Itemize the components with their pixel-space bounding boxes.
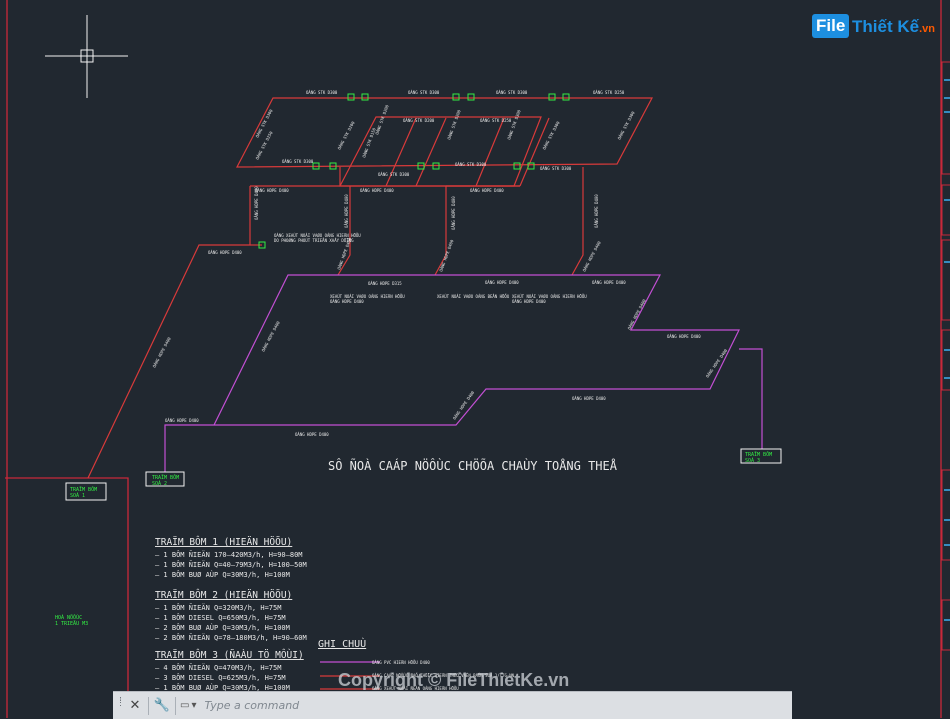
spec-line: – 1 BÔM ÑIEÄN Q=320M3/h, H=75M <box>155 603 281 612</box>
pipe-label: OÁNG HDPE D400 <box>165 418 199 423</box>
pipe-label: OÁNG STK D300 <box>408 90 440 95</box>
pipe-note: OÁNG HDPE D400 <box>512 299 546 304</box>
station-label: TRAÏM BÔM <box>745 451 772 458</box>
pipe-label: OÁNG HDPE D400 <box>360 188 394 193</box>
station-boxes <box>65 448 782 501</box>
pipe-label: OÁNG HDPE D400 <box>255 188 289 193</box>
pipe-label: OÁNG STK D300 <box>378 172 410 177</box>
pipe-note: DO PHOØNG PHOÙT TRIEÅN XAÂY DÖÏNG <box>274 238 354 243</box>
pipe-network-magenta <box>164 274 763 472</box>
spec-line: – 4 BÔM ÑIEÄN Q=470M3/h, H=75M <box>155 663 281 672</box>
pipe-label: OÁNG HDPE D400 <box>208 250 242 255</box>
terminal-icon: ▭ <box>180 700 190 711</box>
close-icon[interactable]: ✕ <box>129 698 141 713</box>
command-input[interactable] <box>202 694 792 717</box>
divider <box>148 696 149 715</box>
divider <box>175 696 176 715</box>
pipe-label: OÁNG STK D300 <box>306 90 338 95</box>
pipe-label: OÁNG STK D300 <box>541 120 560 151</box>
pipe-label: OÁNG STK D250 <box>480 118 512 123</box>
pipe-label: OÁNG HDPE D400 <box>594 194 599 228</box>
pipe-label: OÁNG HDPE D400 <box>592 280 626 285</box>
legend-item: OÁNG XEAÙT NOÁI ÑEÁN OÁNG HIEÄN HÖÕU <box>372 686 459 691</box>
station-label: 1 TRIEÄU M3 <box>55 620 88 627</box>
pipe-label: OÁNG STK D200 <box>336 120 355 151</box>
spec-heading: TRAÏM BÔM 2 (HIEÄN HÖÕU) <box>155 589 292 601</box>
pipe-label: OÁNG HDPE D315 <box>368 281 402 286</box>
pipe-label: OÁNG HDPE D400 <box>295 432 329 437</box>
pipe-label: OÁNG HDPE D400 <box>581 240 602 273</box>
pipe-label: OÁNG STK D300 <box>496 90 528 95</box>
pipe-label: OÁNG STK D200 <box>403 118 435 123</box>
pipe-label: OÁNG HDPE D400 <box>451 196 456 230</box>
wrench-icon[interactable]: 🔧 <box>153 698 171 713</box>
legend-title: GHI CHUÙ <box>318 637 366 650</box>
chevron-down-icon: ▾ <box>191 700 197 711</box>
pipe-label: OÁNG HDPE D400 <box>151 336 172 369</box>
pipe-label: OÁNG HDPE D400 <box>344 194 349 228</box>
station-label: TRAÏM BÔM <box>70 486 97 493</box>
command-line-bar: ⋮⋮ ✕ 🔧 ▭ ▾ <box>113 691 792 719</box>
pipe-note: XEAÙT NOÁI VAØO OÁNG BEÂN HÖÕU <box>437 294 510 299</box>
pipe-label: OÁNG HDPE D400 <box>485 280 519 285</box>
pipe-label: OÁNG STK D300 <box>455 162 487 167</box>
spec-line: – 1 BÔM ÑIEÄN 170–420M3/h, H=90–80M <box>155 550 303 559</box>
command-prompt-dropdown[interactable]: ▭ ▾ <box>180 700 196 711</box>
spec-line: – 1 BÔM BUØ AÙP Q=30M3/h, H=100M <box>155 683 290 692</box>
pipe-note: XEAÙT NOÁI VAØO OÁNG HIEÄN HÖÕU <box>512 294 587 299</box>
station-label: SOÁ 3 <box>745 457 760 464</box>
valve-symbols <box>258 93 570 249</box>
pipe-label: OÁNG STK D300 <box>616 110 635 141</box>
station-label: SOÁ 1 <box>70 492 85 499</box>
pipe-label: OÁNG HDPE D400 <box>470 188 504 193</box>
legend-lines <box>320 661 380 690</box>
pipe-label: OÁNG HDPE D400 <box>626 298 647 331</box>
drag-handle-icon[interactable]: ⋮⋮ <box>116 695 125 708</box>
pump-spec-layer: TRAÏM BÔM 1 (HIEÄN HÖÕU) – 1 BÔM ÑIEÄN 17… <box>155 536 307 692</box>
pipe-label: OÁNG HDPE D400 <box>705 348 729 379</box>
pipe-note: OÁNG HDPE D400 <box>330 299 364 304</box>
legend-item: OÁNG CAÁP NÖÔÙC ÑAÕ THÖÏC HIEÄN THEO VAÊ… <box>372 673 515 678</box>
pipe-label: OÁNG STK D200 <box>374 104 390 136</box>
spec-line: – 1 BÔM DIESEL Q=650M3/h, H=75M <box>155 613 286 622</box>
title-block-ticks <box>944 79 950 621</box>
drawing-title: SÔ ÑOÀ CAÁP NÖÔÙC CHÖÕA CHAÙY TOÅNG THEÅ <box>328 457 618 473</box>
pipe-label: OÁNG STK D300 <box>282 159 314 164</box>
pipe-network-red <box>87 97 653 479</box>
site-logo: File Thiết Kế.vn <box>812 14 935 44</box>
title-block-fragments <box>941 61 950 651</box>
pipe-note: XEAÙT NOÁI VAØO OÁNG HIEÄN HÖÕU <box>330 294 405 299</box>
spec-line: – 1 BÔM BUØ AÙP Q=30M3/h, H=100M <box>155 570 290 579</box>
logo-suffix: .vn <box>919 23 935 35</box>
crosshair-cursor-icon <box>45 15 128 98</box>
station-label: SOÁ 2 <box>152 480 167 487</box>
spec-line: – 3 BÔM DIESEL Q=625M3/h, H=75M <box>155 673 286 682</box>
drawing-frame <box>5 0 942 718</box>
logo-brand: Thiết Kế <box>852 17 920 36</box>
pipe-note: OÁNG XEAÙT NOÁI VAØO OÁNG HIEÄN HÖÕU <box>274 233 361 238</box>
spec-heading: TRAÏM BÔM 1 (HIEÄN HÖÕU) <box>155 536 292 548</box>
pipe-label: OÁNG STK D300 <box>506 109 522 141</box>
pipe-label: OÁNG STK D250 <box>593 90 625 95</box>
spec-line: – 2 BÔM ÑIEÄN Q=78–180M3/h, H=90–60M <box>155 633 307 642</box>
pipe-label: OÁNG STK D300 <box>540 166 572 171</box>
pipe-label: OÁNG HDPE D400 <box>572 396 606 401</box>
pipe-label: OÁNG HDPE D400 <box>254 186 259 220</box>
station-label: TRAÏM BÔM <box>152 474 179 481</box>
copyright-watermark: Copyright © FileThietKe.vn <box>338 670 570 690</box>
pipe-label: OÁNG STK D200 <box>446 109 462 141</box>
station-label: HOÀ NÖÔÙC <box>55 614 82 621</box>
logo-file-text: File <box>812 14 850 38</box>
legend-item: OÁNG PVC HIEÄN HÖÕU D400 <box>372 660 430 665</box>
spec-line: – 2 BÔM BUØ AÙP Q=30M3/h, H=100M <box>155 623 290 632</box>
logo-rest-text: Thiết Kế.vn <box>852 17 935 37</box>
spec-heading: TRAÏM BÔM 3 (ÑAÀU TÖ MÔÙI) <box>155 649 304 661</box>
pipe-label: OÁNG HDPE D400 <box>667 334 701 339</box>
spec-line: – 1 BÔM ÑIEÄN Q=40–79M3/h, H=100–50M <box>155 560 307 569</box>
